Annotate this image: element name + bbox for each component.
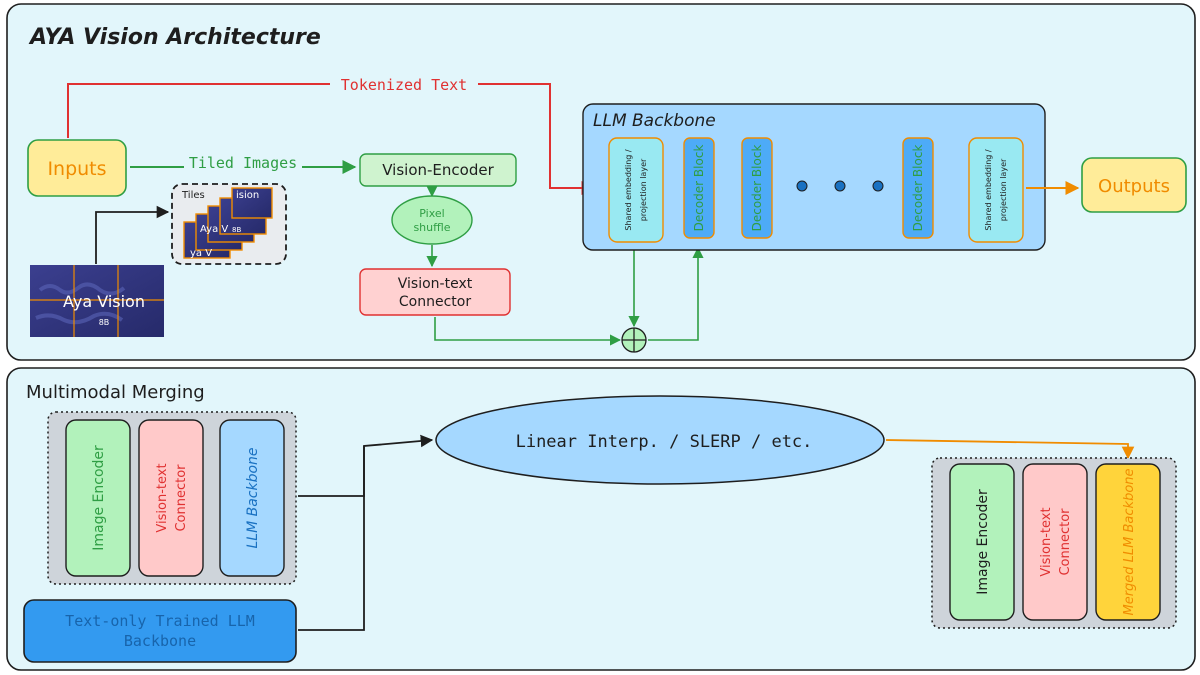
connector-to-plus-arrow [434,317,622,346]
text-only-llm-line-1: Text-only Trained LLM [65,612,255,630]
interp-ellipse [435,395,885,485]
connector-box [359,268,511,316]
decoder-block-2-label: Decoder Block [750,145,764,232]
tile-fragment-4: ya V [190,248,212,259]
connector-line-2: Connector [399,294,471,310]
pixel-shuffle-line-1: Pixel [419,207,444,220]
tokenized-text-arrow [67,83,596,195]
aya-vision-thumbnail: Aya Vision 8B [30,265,164,337]
merged-image-encoder-box [949,463,1015,621]
ellipsis-dot-1 [796,180,808,192]
shared-layer-in [608,137,664,243]
interp-label: Linear Interp. / SLERP / etc. [516,432,813,452]
decoder-block-3-label: Decoder Block [911,145,925,232]
merged-image-encoder-label: Image Encoder [975,489,991,595]
tokenized-text-label: Tokenized Text [341,76,467,94]
pixel-shuffle-line-2: shuffle [413,221,450,234]
decoder-block-2 [741,137,773,239]
inputs-label: Inputs [47,158,106,180]
src-connector-box [138,419,204,577]
connector-line-1: Vision-text [398,276,473,292]
ellipsis-dot-2 [834,180,846,192]
shared-layer-in-line-2: projection layer [639,158,648,221]
decoder-block-3 [902,137,934,239]
decoder-block-1 [683,137,715,239]
vision-encoder-label: Vision-Encoder [382,161,494,179]
text-only-to-interp-arrow [298,446,365,631]
inputs-box [27,139,127,197]
pixel-shuffle-ellipse [391,195,473,245]
ellipsis-dot-3 [872,180,884,192]
thumbnail-to-tiles-arrow [95,205,170,264]
plus-to-decoder-arrow [648,246,704,341]
architecture-title: AYA Vision Architecture [28,25,321,50]
merged-llm-backbone-label: Merged LLM Backbone [1122,468,1137,615]
tiled-images-label: Tiled Images [189,154,297,172]
tokenized-text-label-bg [330,74,478,94]
src-connector-line-2: Connector [174,464,189,532]
src-llm-backbone-box [219,419,285,577]
tile-stack: ision Aya V 8B ya V [183,187,273,259]
interp-to-merged-arrow [885,439,1135,460]
shared-layer-out [968,137,1024,243]
outputs-box [1081,157,1187,213]
thumbnail-subtitle: 8B [99,318,110,327]
merging-panel [6,367,1196,671]
tiles-label: Tiles [181,190,205,201]
decoder-block-1-label: Decoder Block [692,145,706,232]
text-only-llm-box [23,599,297,663]
text-only-llm-line-2: Backbone [124,632,196,650]
src-connector-line-1: Vision-text [155,463,170,532]
merging-title: Multimodal Merging [26,382,205,403]
src-llm-backbone-label: LLM Backbone [245,447,261,548]
tile-fragment-3: 8B [232,226,241,234]
merged-connector-line-2: Connector [1058,508,1073,576]
merged-connector-line-1: Vision-text [1039,507,1054,576]
plus-sign [622,328,646,352]
tile-fragment-2: Aya V [200,224,228,235]
llm-backbone-title: LLM Backbone [593,111,716,131]
tiled-images-label-bg [184,154,302,172]
shared-layer-out-line-1: Shared embedding / [984,149,993,230]
shared-layer-out-line-2: projection layer [999,158,1008,221]
src-image-encoder-label: Image Encoder [91,445,107,551]
src-image-encoder-box [65,419,131,577]
outputs-label: Outputs [1098,176,1170,197]
thumbnail-title: Aya Vision [63,292,145,311]
merged-connector-box [1022,463,1088,621]
shared-layer-in-line-1: Shared embedding / [624,149,633,230]
tile-fragment-1: ision [236,190,259,201]
vision-encoder-box [359,153,517,187]
merged-llm-backbone-box [1095,463,1161,621]
